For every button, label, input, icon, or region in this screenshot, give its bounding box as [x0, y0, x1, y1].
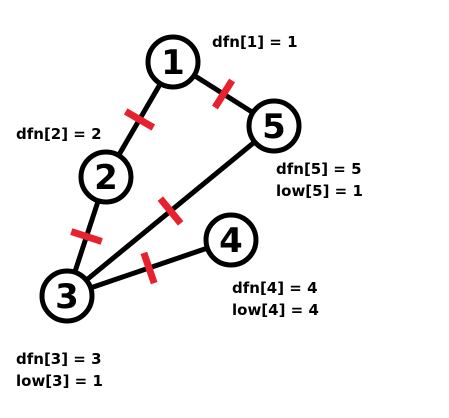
node-label-3: 3 — [55, 277, 79, 317]
node-circle-5 — [246, 98, 302, 154]
node-circle-1 — [145, 34, 201, 90]
node-circle-3 — [39, 268, 95, 324]
dfn-4-text: dfn[4] = 4 — [232, 279, 318, 297]
annotation-node-4: dfn[4] = 4 low[4] = 4 — [232, 277, 319, 321]
node-label-5: 5 — [262, 107, 286, 147]
dfn-2-text: dfn[2] = 2 — [16, 125, 102, 143]
node-4: 4 — [203, 212, 259, 268]
low-4-text: low[4] = 4 — [232, 301, 319, 319]
annotation-node-5: dfn[5] = 5 low[5] = 1 — [276, 158, 363, 202]
node-1: 1 — [145, 34, 201, 90]
dfn-1-text: dfn[1] = 1 — [212, 33, 298, 51]
node-5: 5 — [246, 98, 302, 154]
annotation-node-2: dfn[2] = 2 — [16, 123, 102, 145]
bridge-mark-1-2 — [123, 108, 156, 131]
dfn-3-text: dfn[3] = 3 — [16, 350, 102, 368]
bridge-mark-3-4 — [140, 251, 158, 285]
low-3-text: low[3] = 1 — [16, 372, 103, 390]
low-5-text: low[5] = 1 — [276, 182, 363, 200]
bridge-mark-1-5 — [211, 78, 236, 110]
node-label-2: 2 — [94, 158, 118, 198]
node-label-1: 1 — [161, 43, 185, 83]
node-2: 2 — [78, 149, 134, 205]
annotation-node-1: dfn[1] = 1 — [212, 31, 298, 53]
dfn-5-text: dfn[5] = 5 — [276, 160, 362, 178]
annotation-node-3: dfn[3] = 3 low[3] = 1 — [16, 348, 103, 392]
bridge-mark-3-5 — [157, 196, 184, 226]
bridge-mark-2-3 — [70, 228, 103, 245]
node-circle-4 — [203, 212, 259, 268]
node-3: 3 — [39, 268, 95, 324]
node-circle-2 — [78, 149, 134, 205]
node-label-4: 4 — [219, 221, 243, 261]
